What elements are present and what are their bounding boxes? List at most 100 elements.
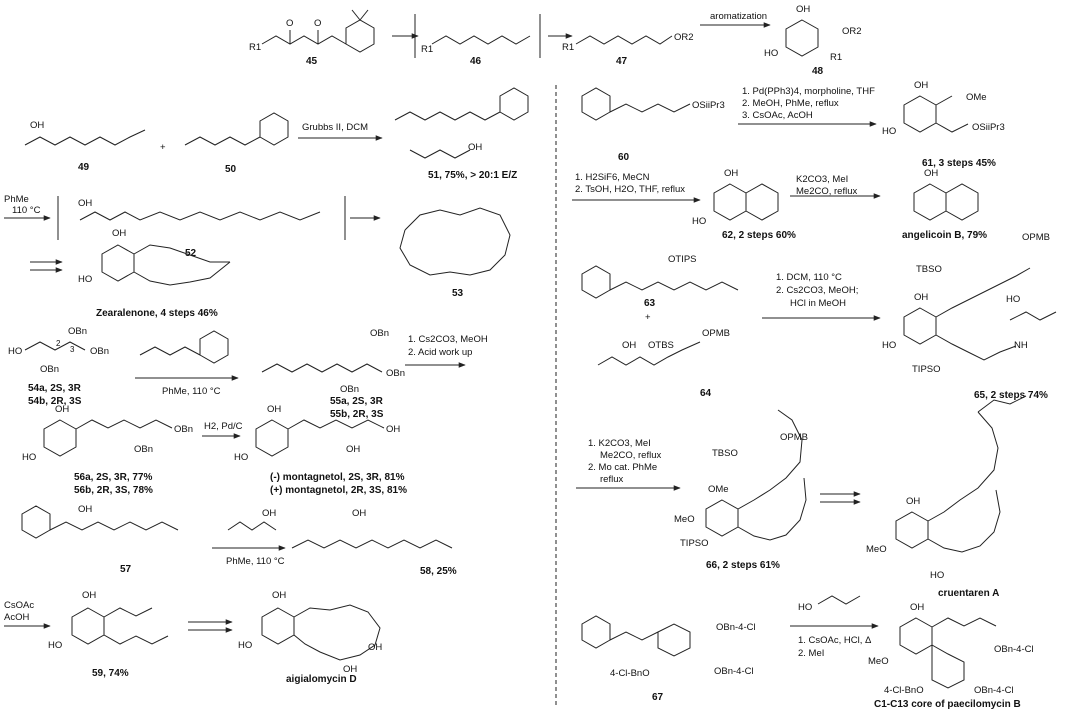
cond-phme1-temp: 110 °C [12,205,41,216]
oh-label: OH [914,292,928,303]
obn-label: OBn [90,346,109,357]
label-angelicoin: angelicoin B, 79% [902,230,987,241]
pentenol-reagent: OH [227,508,276,531]
compound-58: OH 58, 25% [291,508,457,577]
cond-pd-2: 2. MeOH, PhMe, reflux [742,98,839,109]
cond-pd-3: 3. CsOAc, AcOH [742,110,813,121]
oh-label: OH [82,590,96,601]
label-montagnetol-plus: (+) montagnetol, 2R, 3S, 81% [270,485,407,496]
obn-label: OBn [174,424,193,435]
cond-k2co3-2a: 1. K2CO3, MeI [588,438,651,449]
oh-label: OH [796,4,810,15]
compound-59: OH HO 59, 74% [48,590,169,679]
ho-label: HO [882,126,896,137]
obn-label: OBn [386,368,405,379]
label-60: 60 [618,152,630,163]
meo-label: MeO [868,656,889,667]
label-paecilomycin: C1-C13 core of paecilomycin B [874,699,1021,710]
cond-csoac1-acid: AcOH [4,612,29,623]
cond-k2co3-1: K2CO3, MeI [796,174,848,185]
ho-label: HO [882,340,896,351]
compound-67: OBn-4-Cl 4-Cl-BnO OBn-4-Cl 67 [581,615,756,703]
oh-label: OH [343,664,357,675]
compound-65: OH HO TBSO OPMB TIPSO 65, 2 steps 74% [882,232,1050,401]
label-montagnetol-minus: (-) montagnetol, 2S, 3R, 81% [270,472,405,483]
label-52: 52 [185,248,197,259]
cond-csoac1: CsOAc [4,600,34,611]
otips-label: OTIPS [668,254,697,265]
oh-label: OH [78,504,92,515]
label-zearalenone: Zearalenone, 4 steps 46% [96,308,218,319]
oh-label: OH [30,120,44,131]
label-45: 45 [306,56,318,67]
cond-k2co3-2b: Me2CO, reflux [600,450,661,461]
ho-label: HO [798,602,812,613]
oh-label: OH [267,404,281,415]
label-62: 62, 2 steps 60% [722,230,796,241]
paecilomycin-core: OH MeO OBn-4-Cl 4-Cl-BnO OBn-4-Cl C1-C13… [868,602,1034,710]
clbno-label: 4-Cl-BnO [610,668,650,679]
r1-label: R1 [830,52,842,63]
ome-label: OMe [708,484,729,495]
obn-label: OBn [340,384,359,395]
cruentaren-a: NH HO OH MeO HO cruentaren A [866,294,1057,599]
label-50: 50 [225,164,237,175]
compound-53: 53 [399,207,511,299]
cond-dcm-2: 2. Cs2CO3, MeOH; [776,285,858,296]
compound-52: OH 52 [57,196,346,259]
compound-46: R1 46 [414,14,541,67]
compound-50: 50 [184,112,289,175]
label-aigialomycin: aigialomycin D [286,674,357,685]
compound-57: OH 57 [21,504,179,575]
nh-label: NH [1014,340,1028,351]
label-53: 53 [452,288,464,299]
oh-label: OH [910,602,924,613]
ho-label: HO [234,452,248,463]
obn4cl-label: OBn-4-Cl [716,622,756,633]
angelicoin-b: OH angelicoin B, 79% [902,168,987,241]
oh-label: OH [914,80,928,91]
obn-label: OBn [40,364,59,375]
compound-64: OH OTBS OPMB 64 [597,328,730,399]
label-65: 65, 2 steps 74% [974,390,1048,401]
oh-label: OH [468,142,482,153]
oh-label: OH [924,168,938,179]
label-66: 66, 2 steps 61% [706,560,780,571]
compound-54: HO OBn OBn OBn 2 3 54a, 2S, 3R 54b, 2R, … [8,326,109,407]
label-67: 67 [652,692,664,703]
osipr3-label: OSiiPr3 [692,100,725,111]
compound-55: OBn OBn OBn 55a, 2S, 3R 55b, 2R, 3S [261,328,405,420]
cond-dcm-3: HCl in MeOH [790,298,846,309]
label-55b: 55b, 2R, 3S [330,409,384,420]
label-48: 48 [812,66,824,77]
otbs-label: OTBS [648,340,674,351]
oh-label: OH [622,340,636,351]
ho-label: HO [238,640,252,651]
compound-66: TBSO OPMB OMe MeO TIPSO 66, 2 steps 61% [674,409,808,571]
label-49: 49 [78,162,90,173]
label-56b: 56b, 2R, 3S, 78% [74,485,153,496]
cond-acid-workup: 2. Acid work up [408,347,472,358]
cond-phme1: PhMe [4,194,29,205]
zearalenone: OH HO Zearalenone, 4 steps 46% [78,228,231,319]
tbso-label: TBSO [916,264,942,275]
opmb-label: OPMB [780,432,808,443]
oh-label: OH [346,444,360,455]
cond-k2co3-2d: reflux [600,474,623,485]
cond-dcm-1: 1. DCM, 110 °C [776,272,842,283]
ome-label: OMe [966,92,987,103]
opmb-label: OPMB [702,328,730,339]
compound-45: O O R1 45 [249,9,375,67]
ho-label: HO [692,216,706,227]
obn4cl-label: OBn-4-Cl [994,644,1034,655]
stereo-3: 3 [70,345,75,354]
compound-51: OH 51, 75%, > 20:1 E/Z [394,87,529,181]
label-61: 61, 3 steps 45% [922,158,996,169]
r1-label: R1 [562,42,574,53]
clbno-label: 4-Cl-BnO [884,685,924,696]
aigialomycin-d: OH HO OH OH aigialomycin D [238,590,382,685]
label-55a: 55a, 2S, 3R [330,396,384,407]
oh-label: OH [724,168,738,179]
label-46: 46 [470,56,482,67]
label-51: 51, 75%, > 20:1 E/Z [428,170,517,181]
